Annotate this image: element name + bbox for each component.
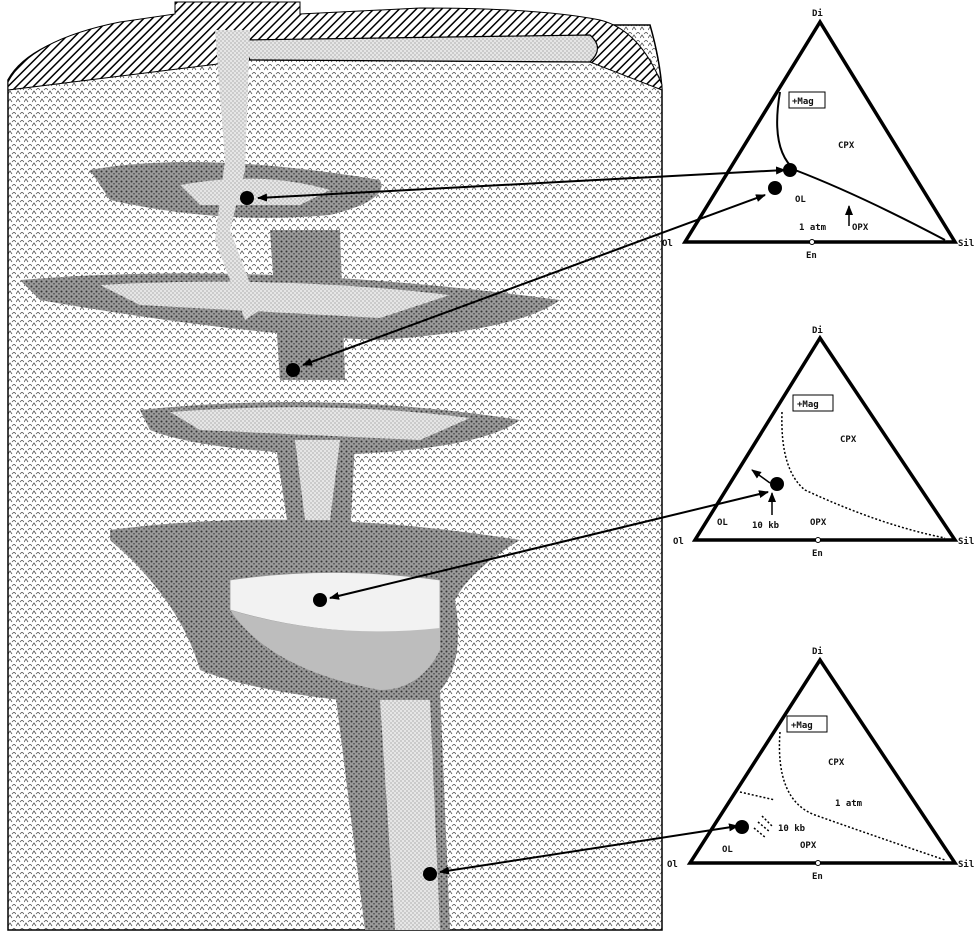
mag-label: +Mag [792, 97, 814, 107]
label-sil: Sil [958, 859, 974, 870]
triangle-2 [695, 338, 955, 540]
ol-label: OL [722, 845, 733, 855]
crustal-section [8, 2, 662, 930]
label-sil: Sil [958, 238, 974, 249]
label-en: En [806, 251, 817, 261]
label-ol: Ol [662, 239, 673, 249]
boundary-curve [782, 412, 945, 538]
composition-point [735, 820, 749, 834]
label-di: Di [812, 8, 823, 19]
sample-point-2 [286, 363, 300, 377]
pressure-label-10kb: 10 kb [778, 824, 806, 834]
composition-point [770, 477, 784, 491]
label-di: Di [812, 325, 823, 336]
composition-point-a [783, 163, 797, 177]
label-di: Di [812, 646, 823, 657]
label-sil: Sil [958, 536, 974, 547]
ol-label: OL [795, 195, 806, 205]
opx-label: OPX [810, 518, 827, 528]
label-en: En [812, 872, 823, 882]
pressure-label: 10 kb [752, 521, 780, 531]
triangle-3 [690, 660, 955, 863]
opx-label: OPX [852, 223, 869, 233]
ternary-diagram-1: Di Ol Sil En +Mag CPX OL OPX 1 atm [662, 8, 974, 261]
opx-label: OPX [800, 841, 817, 851]
en-point [810, 240, 815, 245]
mag-label: +Mag [797, 400, 819, 410]
cpx-label: CPX [840, 435, 857, 445]
boundary-curve [777, 92, 945, 240]
trend-arrow [752, 470, 770, 483]
ternary-diagram-2: Di Ol Sil En +Mag CPX OL OPX 10 kb [673, 325, 974, 559]
en-point [816, 538, 821, 543]
composition-point-b [768, 181, 782, 195]
pressure-label-1atm: 1 atm [835, 799, 863, 809]
mag-label: +Mag [791, 721, 813, 731]
sample-point-3 [313, 593, 327, 607]
ternary-diagram-3: Di Ol Sil En +Mag CPX OL OPX 1 atm 10 kb [667, 646, 974, 882]
sample-point-4 [423, 867, 437, 881]
pressure-label: 1 atm [799, 223, 827, 233]
label-ol: Ol [667, 860, 678, 870]
lava-flow [240, 35, 598, 62]
cpx-label: CPX [838, 141, 855, 151]
sample-point-1 [240, 191, 254, 205]
ol-label: OL [717, 518, 728, 528]
en-point [816, 861, 821, 866]
label-en: En [812, 549, 823, 559]
label-ol: Ol [673, 537, 684, 547]
cpx-label: CPX [828, 758, 845, 768]
